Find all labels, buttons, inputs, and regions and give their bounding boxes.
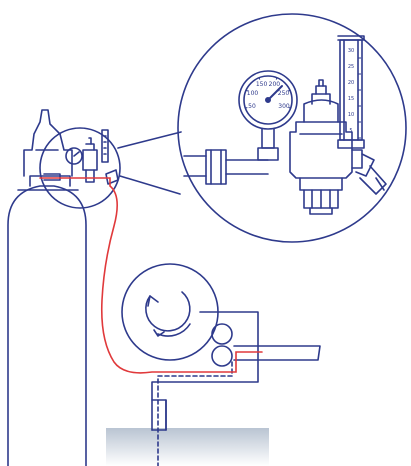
gas-hose [39, 177, 263, 374]
regulator-enlarged-view [177, 13, 407, 243]
flowmeter-scale-label: 25 [348, 64, 354, 70]
gauge-scale-label: 300 [278, 103, 290, 110]
gauge-tick [275, 77, 278, 80]
flowmeter-scale-label: 5 [349, 128, 352, 134]
gauge-scale-label: 50 [248, 103, 256, 110]
drive-roller-top [211, 323, 233, 345]
drive-roller-bottom [211, 345, 233, 367]
regulator-small-view [39, 127, 121, 209]
gauge-needle [267, 85, 283, 101]
flowmeter-scale: 30 25 20 15 10 5 [348, 48, 361, 139]
flowmeter-scale-label: 30 [348, 48, 354, 54]
pressure-gauge [238, 70, 298, 130]
gauge-scale-label: 200 [269, 81, 281, 88]
gauge-scale-label: 100 [247, 90, 259, 97]
flowmeter-scale-label: 15 [348, 96, 354, 102]
callout-line-bottom [119, 175, 181, 195]
gauge-tick [288, 107, 291, 109]
wire-feeder [121, 263, 321, 466]
torch-cable [233, 345, 321, 361]
flowmeter-scale-label: 20 [348, 80, 354, 86]
flowmeter-scale-label: 10 [348, 112, 354, 118]
floor-surface [106, 428, 269, 466]
gauge-tick [258, 77, 261, 80]
gauge-tick [245, 107, 248, 109]
gauge-tick [245, 89, 249, 92]
callout-line-top [117, 131, 182, 149]
gauge-scale-label: 150 [256, 81, 268, 88]
gauge-scale-label: 250 [278, 90, 290, 97]
gas-cylinder [7, 109, 87, 466]
gauge-tick [287, 89, 291, 92]
